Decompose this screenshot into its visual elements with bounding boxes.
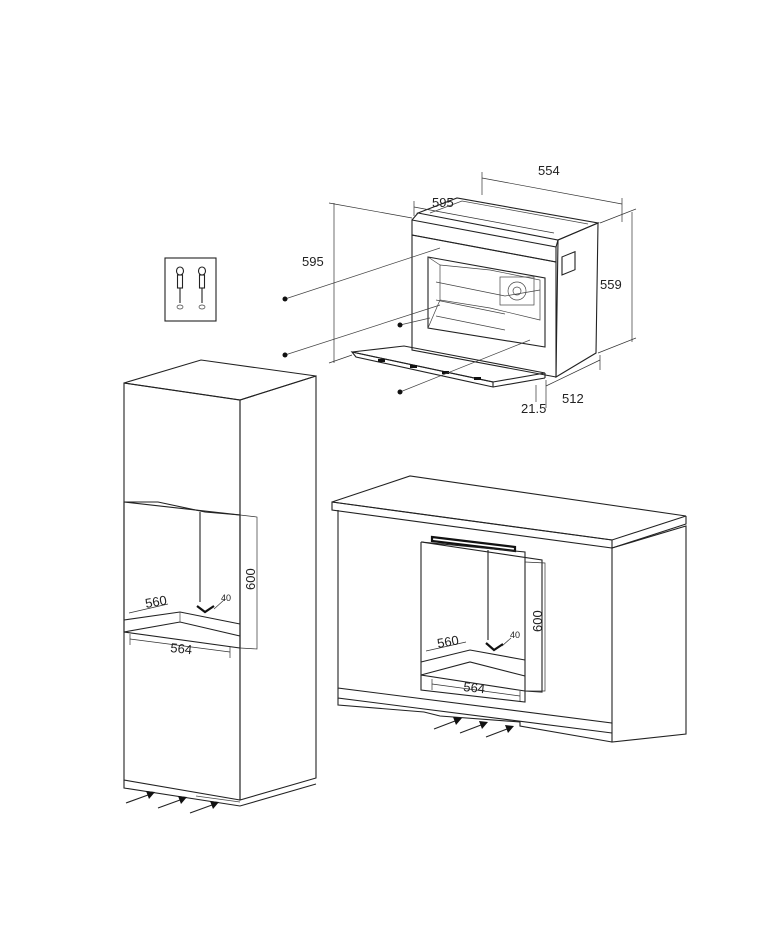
oven-drawing: 554 595 595 559 21.5 512 xyxy=(282,163,637,416)
tall-niche-height-label: 600 xyxy=(243,568,258,590)
oven-body-depth-label: 512 xyxy=(562,391,584,406)
oven-body-height-label: 559 xyxy=(600,277,622,292)
under-niche-width-label: 564 xyxy=(463,679,486,696)
oven-front-height-label: 595 xyxy=(302,254,324,269)
screw-icon-left xyxy=(175,266,185,310)
under-niche-height-label: 600 xyxy=(530,610,545,632)
leader-lines xyxy=(282,247,531,395)
screw-accessory xyxy=(164,257,217,322)
under-vent-label: 40 xyxy=(510,630,520,640)
oven-dimension-lines xyxy=(328,172,637,408)
screw-icon-right xyxy=(197,266,207,310)
under-airflow-arrows xyxy=(433,717,514,738)
undercounter-cabinet-drawing: 560 564 600 40 xyxy=(331,475,687,743)
tall-niche-depth-label: 560 xyxy=(144,592,168,611)
oven-door-thickness-label: 21.5 xyxy=(521,401,546,416)
oven-front-width-label: 595 xyxy=(432,195,454,210)
door-hinge-marks xyxy=(378,359,481,380)
tall-airflow-arrows xyxy=(125,791,219,814)
tall-vent-label: 40 xyxy=(221,593,231,603)
under-niche-depth-label: 560 xyxy=(436,632,460,651)
tall-cabinet-drawing: 560 564 600 40 xyxy=(123,359,317,814)
tall-niche-width-label: 564 xyxy=(170,640,193,657)
oven-depth-label: 554 xyxy=(538,163,560,178)
